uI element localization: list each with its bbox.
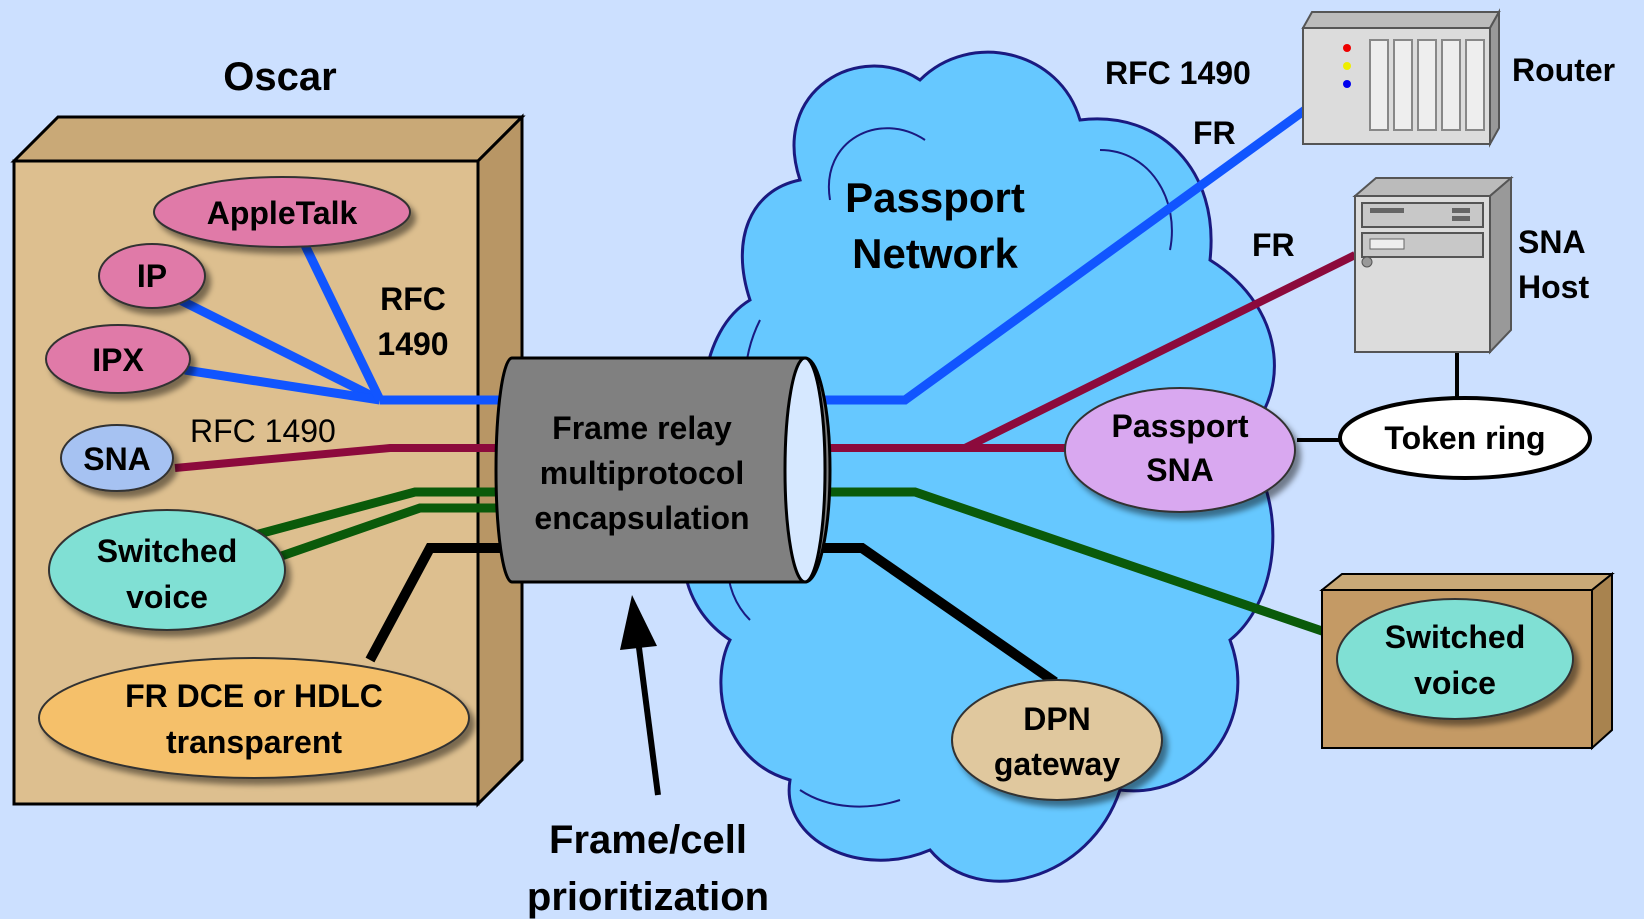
router-line: [790, 106, 1308, 405]
rfc-label-line1: RFC: [380, 281, 446, 317]
sna-host-device: [1352, 175, 1514, 355]
voice-line-a: [253, 487, 520, 540]
token-ring-ellipse: [1338, 396, 1592, 480]
appletalk-bubble: [153, 176, 411, 248]
rfc-sna-label: RFC 1490: [190, 413, 336, 449]
sna-line: [174, 444, 520, 472]
fr-host-label: FR: [1252, 227, 1295, 263]
pipe-line2: multiprotocol: [540, 455, 744, 491]
dpn-line2: gateway: [994, 746, 1120, 782]
router-led-yellow: [1343, 62, 1351, 70]
oscar-switched-voice-line2: voice: [126, 579, 208, 615]
appletalk-label: AppleTalk: [207, 195, 358, 231]
right-switched-voice-line1: Switched: [1385, 619, 1525, 655]
rfc1490-router-label: RFC 1490: [1105, 55, 1251, 91]
encapsulation-pipe: [494, 356, 832, 584]
oscar-connections: [174, 233, 520, 663]
router-label: Router: [1512, 52, 1615, 88]
sna-host-line1: SNA: [1518, 224, 1586, 260]
network-connections: [790, 106, 1459, 687]
passport-sna-bubble: [1064, 387, 1296, 513]
sna-label: SNA: [83, 441, 151, 477]
dpn-line1: DPN: [1023, 701, 1091, 737]
ip-label: IP: [137, 258, 167, 294]
cloud-title-line2: Network: [852, 230, 1018, 277]
cloud-title-line1: Passport: [845, 174, 1025, 221]
right-switched-voice-bubble: [1336, 598, 1574, 720]
ipx-bubble: [45, 324, 191, 394]
ipx-line: [184, 365, 381, 405]
sna-bubble: [60, 424, 174, 492]
ip-line: [177, 295, 383, 405]
oscar-switched-voice-bubble: [48, 509, 286, 631]
prioritization-line1: Frame/cell: [549, 818, 747, 862]
fr-dce-line: [365, 543, 520, 663]
router-led-red: [1343, 44, 1351, 52]
prioritization-arrow: [620, 595, 661, 796]
right-switched-voice-line2: voice: [1414, 665, 1496, 701]
pipe-line3: encapsulation: [534, 500, 749, 536]
passport-sna-line1: Passport: [1112, 408, 1249, 444]
prioritization-line2: prioritization: [527, 875, 769, 919]
token-ring-label: Token ring: [1384, 420, 1545, 456]
passport-sna-line2: SNA: [1146, 452, 1214, 488]
rfc-label-line2: 1490: [377, 326, 448, 362]
voice-line-b: [268, 503, 520, 565]
oscar-switched-voice-line1: Switched: [97, 533, 237, 569]
oscar-title: Oscar: [223, 55, 336, 99]
ipx-label: IPX: [92, 342, 144, 378]
appletalk-line: [295, 233, 385, 402]
ip-bubble: [98, 243, 206, 309]
sna-host-line2: Host: [1518, 269, 1589, 305]
passport-network-cloud: Passport Network: [682, 50, 1276, 883]
fr-router-label: FR: [1193, 115, 1236, 151]
pipe-line1: Frame relay: [552, 410, 732, 446]
fr-dce-line1: FR DCE or HDLC: [125, 678, 383, 714]
fr-dce-line2: transparent: [166, 724, 342, 760]
dpn-gateway-bubble: [951, 679, 1163, 801]
router-led-blue: [1343, 80, 1351, 88]
switched-voice-line: [790, 487, 1327, 637]
router-device: [1301, 8, 1501, 148]
fr-dce-bubble: [38, 657, 470, 779]
